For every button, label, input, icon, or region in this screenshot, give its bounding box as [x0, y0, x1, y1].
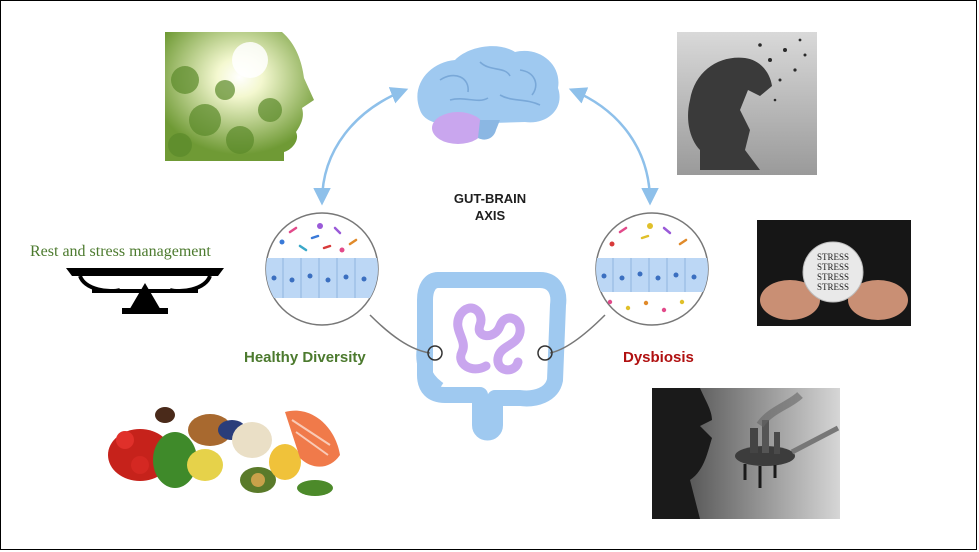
axis-arrows [313, 87, 659, 206]
connector-lines [369, 314, 606, 361]
food-photo [108, 407, 340, 496]
balance-scale-icon [66, 268, 224, 314]
center-title: GUT-BRAIN AXIS [445, 190, 535, 224]
brain-icon [417, 46, 560, 144]
dysbiosis-label: Dysbiosis [623, 349, 694, 366]
stress-text-2: STRESS [817, 262, 849, 272]
stress-ball-photo: STRESS STRESS STRESS STRESS [757, 220, 911, 326]
stress-text-3: STRESS [817, 272, 849, 282]
healthy-diversity-label: Healthy Diversity [244, 349, 366, 366]
center-title-line1: GUT-BRAIN [453, 191, 527, 206]
rest-stress-label: Rest and stress management [30, 243, 211, 260]
stress-text-4: STRESS [817, 282, 849, 292]
pollution-spoon-photo [652, 388, 840, 519]
stress-text-1: STRESS [817, 252, 849, 262]
forest-face-photo [165, 32, 314, 161]
tree-head-photo [677, 32, 817, 175]
healthy-microbiome-circle [265, 212, 379, 326]
center-title-line2: AXIS [474, 208, 506, 223]
dysbiosis-microbiome-circle [595, 212, 709, 326]
intestine-icon [416, 272, 567, 441]
